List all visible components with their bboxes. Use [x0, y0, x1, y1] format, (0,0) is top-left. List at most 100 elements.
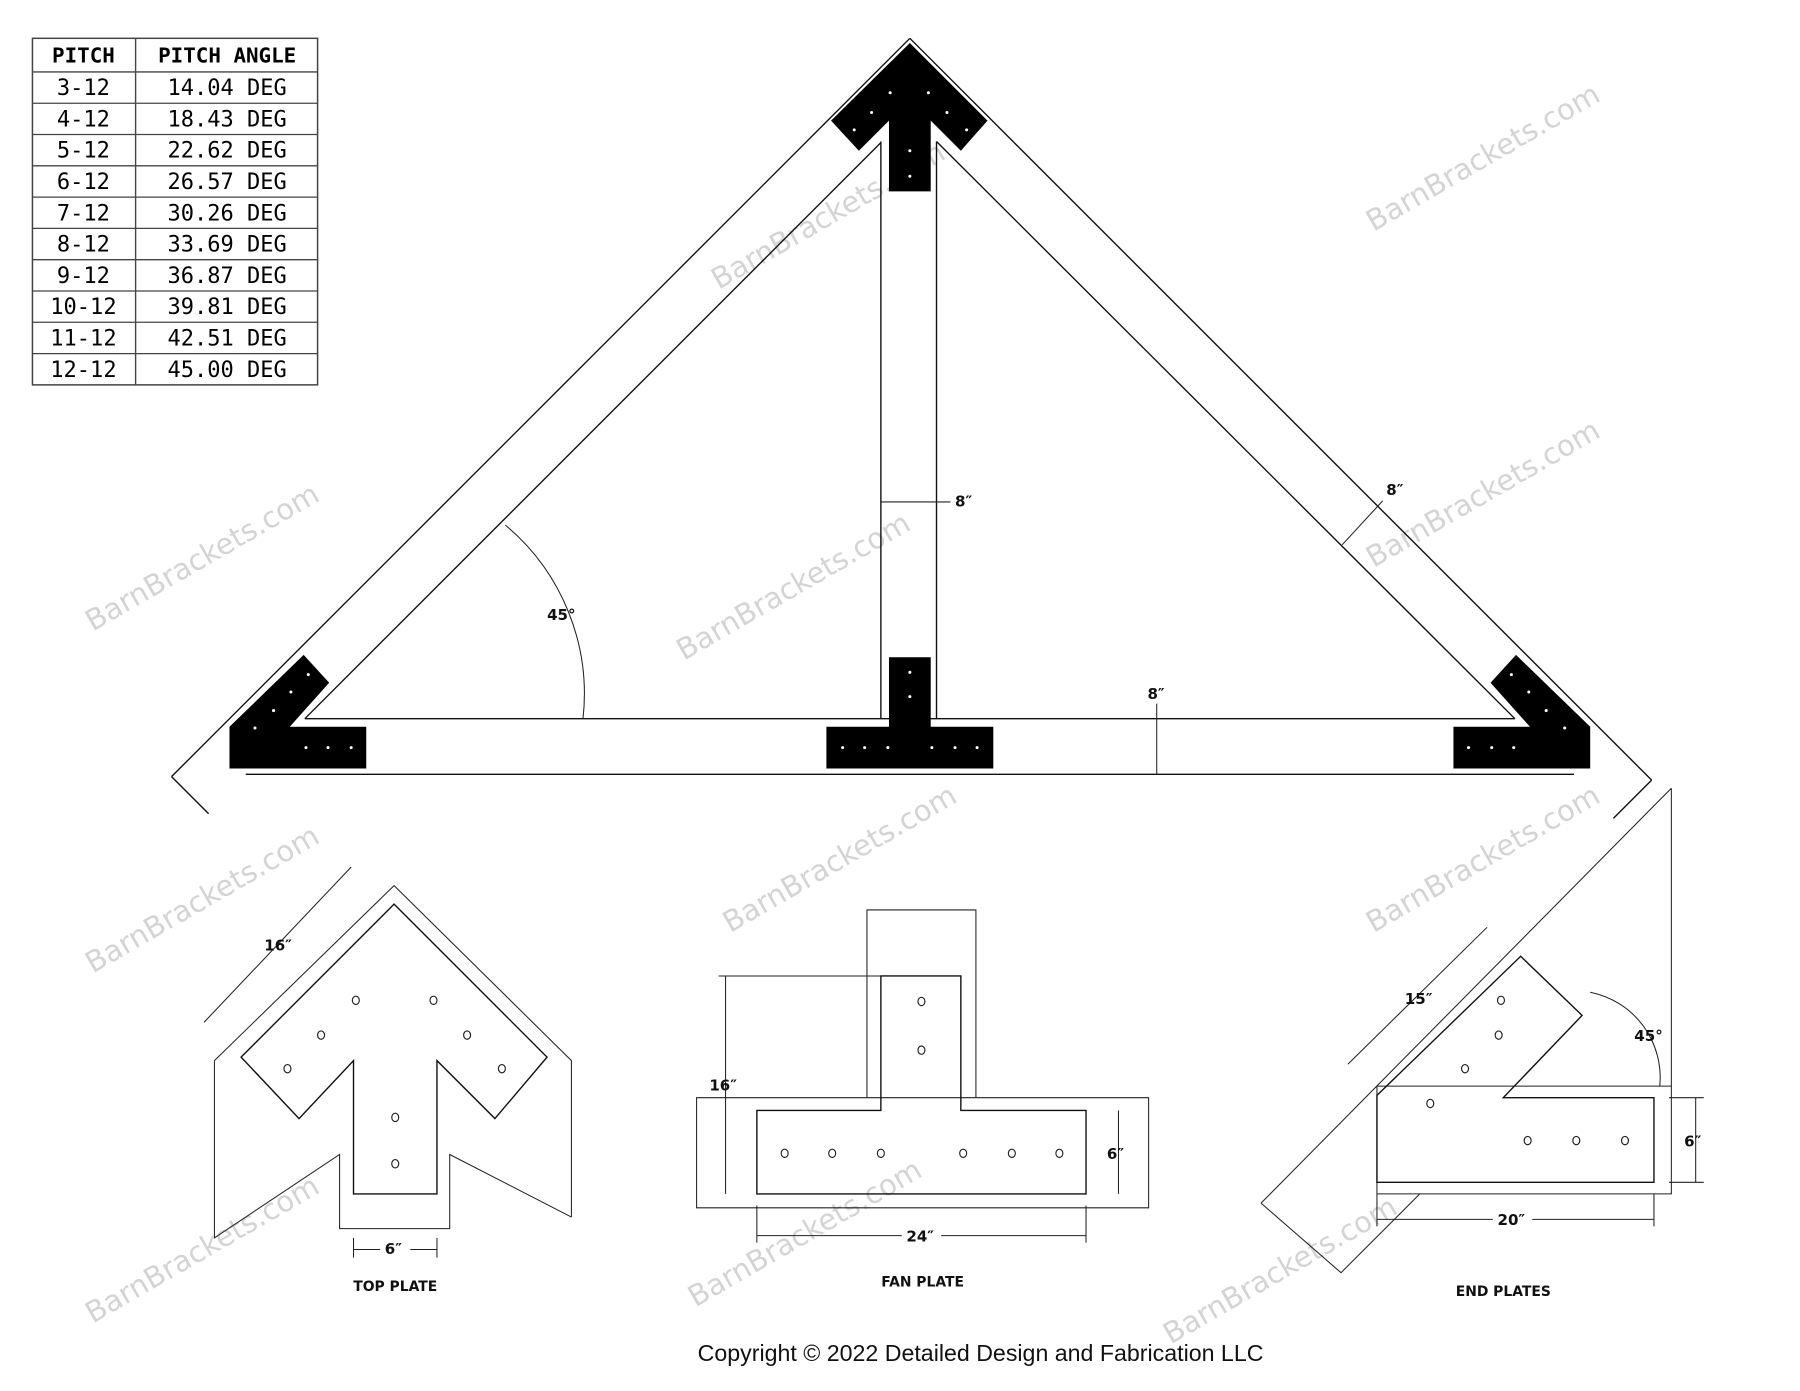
bolt-hole — [888, 91, 892, 95]
bolt-hole — [1523, 1135, 1532, 1146]
bolt-hole — [391, 1159, 400, 1169]
fan-plate-width-label: 6″ — [1107, 1145, 1124, 1163]
bolt-hole — [975, 746, 979, 750]
king-post — [880, 141, 938, 719]
bolt-hole — [391, 1112, 400, 1123]
right-end-bracket — [1453, 654, 1591, 769]
bolt-hole — [886, 746, 890, 750]
end-plate-width-dimension — [1669, 1097, 1704, 1183]
table-border — [31, 37, 319, 386]
table-cell-angle: 30.26 DEG — [168, 201, 287, 226]
end-plate-timber — [1260, 787, 1672, 1274]
bolt-hole — [497, 1063, 506, 1074]
fan-plate-height-dimension — [718, 975, 881, 1194]
bolt-hole — [429, 995, 438, 1006]
bolt-hole — [289, 690, 293, 694]
bolt-hole — [908, 149, 912, 153]
truss-elevation: 8″ 8″ 8″ 45° — [171, 37, 1653, 819]
bolt-hole — [1496, 995, 1506, 1006]
end-plate-length-dimension — [1347, 926, 1488, 1065]
table-cell-pitch: 10-12 — [50, 295, 116, 320]
table-cell-pitch: 5-12 — [57, 139, 110, 164]
bolt-hole — [876, 1148, 885, 1159]
fan-plate-timber — [696, 909, 1150, 1209]
table-cell-pitch: 9-12 — [57, 264, 110, 289]
table-cell-pitch: 12-12 — [50, 358, 116, 383]
bolt-hole — [1572, 1135, 1581, 1146]
watermark-text: BarnBrackets.com — [1360, 778, 1606, 939]
top-plate-length-dimension — [203, 866, 352, 1023]
bolt-hole — [917, 1045, 926, 1055]
bolt-hole — [326, 746, 330, 750]
bolt-hole — [953, 746, 957, 750]
table-cell-angle: 14.04 DEG — [168, 76, 287, 101]
table-cell-pitch: 11-12 — [50, 326, 116, 351]
top-plate-detail: 16″ 6″ TOP PLATE — [203, 866, 572, 1295]
bolt-hole — [304, 746, 308, 750]
watermark-text: BarnBrackets.com — [79, 818, 325, 979]
watermark-text: BarnBrackets.com — [717, 778, 963, 939]
bolt-hole — [283, 1063, 292, 1074]
copyright: Copyright © 2022 Detailed Design and Fab… — [698, 1340, 1264, 1366]
table-cell-angle: 42.51 DEG — [168, 326, 287, 351]
table-cell-angle: 33.69 DEG — [168, 233, 287, 258]
end-plate-angle-arc — [1590, 991, 1661, 1087]
angle-arc — [505, 524, 585, 719]
end-plate-outline — [1376, 955, 1655, 1183]
bolt-hole — [349, 746, 353, 750]
bolt-hole — [316, 1030, 326, 1040]
watermark-text: BarnBrackets.com — [670, 505, 916, 666]
table-cell-angle: 45.00 DEG — [168, 358, 287, 383]
top-bracket — [831, 42, 988, 192]
top-plate-timber — [213, 884, 572, 1239]
bolt-hole — [272, 709, 276, 713]
bolt-hole — [870, 110, 874, 115]
end-plate-width-label: 6″ — [1684, 1132, 1701, 1150]
table-cell-pitch: 7-12 — [57, 201, 110, 226]
table-header: PITCH ANGLE — [158, 44, 296, 68]
top-plate-width-dimension — [352, 1237, 438, 1258]
left-rafter — [171, 37, 911, 815]
bolt-hole — [463, 1030, 472, 1040]
bolt-hole — [1490, 746, 1494, 750]
table-cell-pitch: 8-12 — [57, 233, 110, 258]
table-cell-pitch: 3-12 — [57, 76, 110, 101]
watermark-text: BarnBrackets.com — [1157, 1189, 1403, 1350]
table-header: PITCH — [52, 44, 115, 68]
bolt-hole — [1563, 726, 1567, 730]
fan-plate-title: FAN PLATE — [881, 1275, 964, 1291]
bolt-hole — [1460, 1063, 1470, 1074]
bolt-hole — [1620, 1135, 1630, 1146]
table-cell-angle: 39.81 DEG — [168, 295, 287, 320]
watermark-text: BarnBrackets.com — [79, 476, 325, 637]
table-cell-angle: 22.62 DEG — [168, 139, 287, 164]
bolt-hole — [306, 673, 310, 677]
table-cell-pitch: 6-12 — [57, 170, 110, 195]
bolt-hole — [1544, 709, 1548, 713]
left-end-bracket — [229, 654, 367, 769]
bolt-hole — [908, 670, 912, 674]
end-plate-angle-label: 45° — [1634, 1027, 1662, 1045]
bolt-hole — [852, 128, 856, 132]
rafter-width-label: 8″ — [1386, 481, 1403, 499]
end-plate-length-label: 15″ — [1405, 990, 1433, 1008]
fan-plate-length-label: 24″ — [906, 1227, 934, 1245]
bolt-hole — [1007, 1148, 1016, 1159]
end-plates-detail: 15″ 45° 6″ 20″ END PLATES — [1260, 787, 1704, 1300]
bolt-hole — [1055, 1148, 1064, 1159]
watermark-text: BarnBrackets.com — [1360, 77, 1606, 238]
tie-beam-label: 8″ — [1147, 685, 1164, 703]
fan-plate-length-dimension — [756, 1205, 1087, 1243]
bracket-bolt-dots — [253, 91, 1567, 750]
bolt-hole — [930, 746, 934, 750]
top-plate-outline — [240, 903, 549, 1195]
bolt-hole — [917, 996, 926, 1007]
fan-plate-detail: 16″ 6″ 24″ FAN PLATE — [696, 909, 1150, 1291]
bolt-hole — [1527, 690, 1531, 694]
bolt-hole — [1426, 1098, 1435, 1109]
fan-plate-height-label: 16″ — [709, 1077, 737, 1095]
bolt-hole — [1509, 673, 1513, 677]
end-plates-title: END PLATES — [1456, 1284, 1551, 1300]
